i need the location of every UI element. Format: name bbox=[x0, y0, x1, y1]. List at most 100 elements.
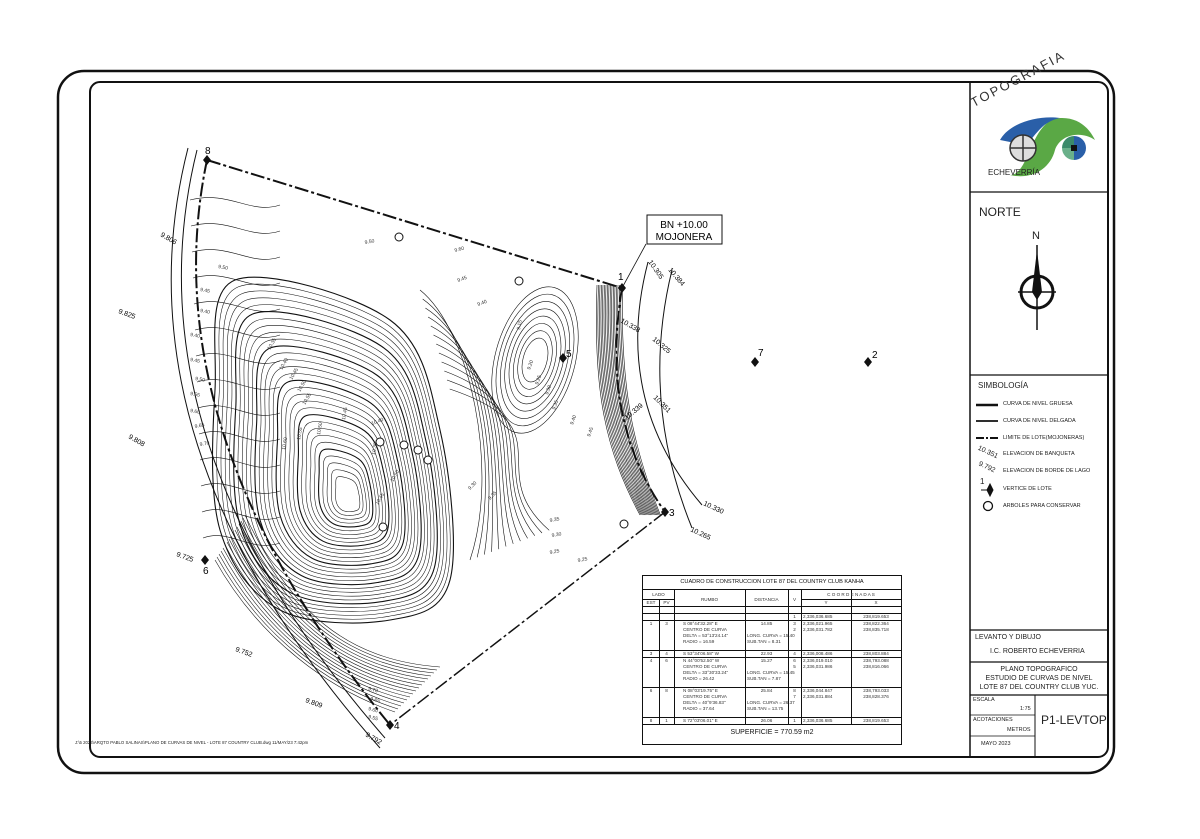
sheet-number: P1-LEVTOP bbox=[1041, 713, 1107, 727]
cell-x: 238,819.653 bbox=[863, 614, 889, 619]
benchmark-sub: MOJONERA bbox=[656, 232, 713, 243]
contour-line bbox=[331, 469, 364, 516]
north-title: NORTE bbox=[979, 205, 1021, 219]
contour-line bbox=[192, 275, 281, 286]
contour-label: 9.40 bbox=[200, 308, 211, 316]
table-rule bbox=[643, 589, 901, 590]
contour-line bbox=[322, 455, 370, 524]
tree-circle-icon bbox=[413, 445, 423, 455]
contour-label: 9.45 bbox=[457, 275, 468, 284]
contour-line bbox=[595, 284, 641, 516]
scale-label: ESCALA bbox=[973, 697, 995, 703]
contour-label: 9.35 bbox=[549, 516, 560, 524]
elevation-label: 10.265 bbox=[689, 526, 711, 541]
contour-line bbox=[211, 276, 454, 624]
contour-label: 9.25 bbox=[549, 548, 560, 556]
vertex-marker-icon bbox=[661, 507, 669, 517]
cell-distancia: 22.93 bbox=[760, 651, 773, 656]
contour-line bbox=[615, 284, 656, 516]
cell-pv: 6 bbox=[665, 658, 668, 663]
plan-title-line3: LOTE 87 DEL COUNTRY CLUB YUC. bbox=[979, 684, 1099, 691]
contour-line bbox=[198, 431, 281, 442]
elevation-label: 9.752 bbox=[234, 646, 253, 659]
plan-title: PLANO TOPOGRAFICO ESTUDIO DE CURVAS DE N… bbox=[970, 665, 1108, 692]
cell-pv: 8 bbox=[665, 688, 668, 693]
contour-line bbox=[425, 307, 490, 555]
lot-boundary-east bbox=[615, 287, 666, 513]
date: MAYO 2023 bbox=[981, 741, 1011, 747]
contour-line bbox=[441, 361, 528, 539]
contour-line bbox=[438, 352, 521, 542]
legend-item-banqueta: ELEVACION DE BANQUETA bbox=[1003, 451, 1075, 457]
contour-line bbox=[605, 284, 648, 516]
contour-line bbox=[335, 476, 361, 512]
credits-heading: LEVANTO Y DIBUJO bbox=[975, 634, 1042, 641]
contour-label: 10.55 bbox=[296, 427, 304, 441]
contour-label: 9.60 bbox=[367, 706, 378, 714]
elevation-label: 10.305 bbox=[646, 259, 664, 281]
contour-label: 9.35 bbox=[487, 490, 498, 501]
elevation-label: 9.792 bbox=[364, 732, 383, 747]
contour-lines bbox=[189, 197, 661, 713]
tree-circle-icon bbox=[619, 519, 629, 529]
plan-title-line2: ESTUDIO DE CURVAS DE NIVEL bbox=[985, 675, 1093, 682]
contour-label: 9.20 bbox=[526, 359, 535, 370]
north-letter: N bbox=[1032, 230, 1040, 242]
contour-line bbox=[240, 520, 435, 674]
contour-line bbox=[504, 308, 566, 412]
cell-distancia: 25.84 bbox=[760, 688, 773, 693]
inner-frame bbox=[89, 81, 1109, 758]
cell-vertex: 8 7 bbox=[793, 688, 796, 699]
table-rule bbox=[801, 599, 901, 600]
company-logo bbox=[1000, 117, 1095, 177]
table-rule bbox=[643, 724, 901, 725]
contour-line bbox=[513, 323, 557, 397]
contour-line bbox=[495, 293, 575, 427]
contour-label: 10.35 bbox=[267, 337, 279, 351]
contour-line bbox=[301, 421, 386, 543]
elevation-label: 9.806 bbox=[159, 232, 178, 247]
table-title: CUADRO DE CONSTRUCCION LOTE 87 DEL COUNT… bbox=[680, 579, 864, 585]
contour-label: 9.70 bbox=[199, 440, 210, 448]
contour-line bbox=[620, 284, 660, 516]
contour-line bbox=[250, 338, 425, 589]
benchmark-box bbox=[646, 214, 723, 245]
contour-line bbox=[314, 442, 377, 532]
units-label: ACOTACIONES bbox=[973, 717, 1013, 723]
contour-line bbox=[229, 304, 441, 608]
legend-item-boundary: LIMITE DE LOTE(MOJONERAS) bbox=[1003, 435, 1085, 441]
contour-line bbox=[242, 517, 438, 671]
vertex-label: 2 bbox=[872, 350, 878, 361]
cell-x: 238,803.884 bbox=[863, 651, 889, 656]
contour-line bbox=[216, 283, 451, 620]
contour-label: 9.50 bbox=[195, 376, 206, 384]
table-rule bbox=[643, 717, 901, 718]
tree-circle-icon bbox=[514, 276, 524, 286]
contour-line bbox=[305, 428, 383, 539]
contour-line bbox=[500, 301, 570, 419]
contour-label: 10.50 bbox=[297, 379, 309, 393]
contour-line bbox=[200, 483, 281, 494]
header-y: Y bbox=[824, 600, 828, 605]
lot-boundary-south bbox=[389, 511, 666, 726]
contour-line bbox=[214, 559, 396, 713]
contour-label: 9.30 bbox=[551, 531, 562, 539]
contour-line bbox=[190, 223, 281, 234]
contour-line bbox=[218, 553, 402, 707]
cell-y: 2,336,008.486 bbox=[803, 651, 833, 656]
contour-line bbox=[597, 284, 642, 516]
outer-border bbox=[56, 69, 1116, 775]
contour-label: 9.45 bbox=[190, 357, 201, 365]
contour-line bbox=[194, 327, 281, 338]
contour-line bbox=[196, 379, 281, 390]
legend-item-lake: ELEVACION DE BORDE DE LAGO bbox=[1003, 468, 1091, 474]
file-path-footer: J:\5 2023\ARQTO PABLO SALINAS\PLANO DE C… bbox=[75, 740, 309, 745]
contour-line bbox=[271, 373, 409, 570]
table-rule bbox=[659, 599, 660, 724]
cell-distancia: 15.27 bbox=[760, 658, 773, 663]
contour-line bbox=[427, 316, 494, 552]
vertex-marker-icon bbox=[864, 357, 872, 367]
cell-est: 8 bbox=[649, 718, 653, 723]
vertex-label: 5 bbox=[566, 349, 572, 360]
